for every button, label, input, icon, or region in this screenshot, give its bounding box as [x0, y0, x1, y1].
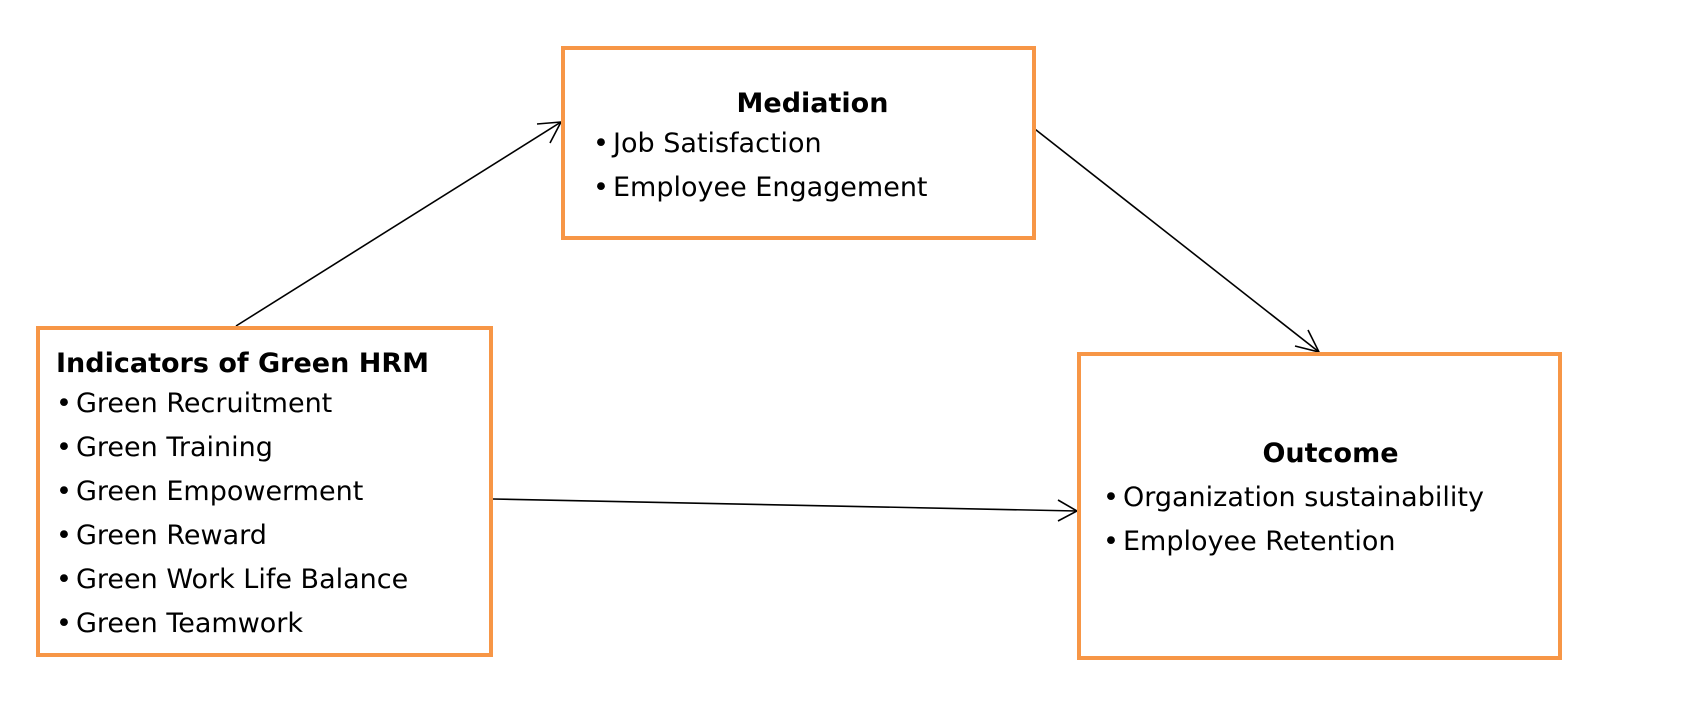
list-item: •Employee Retention — [1103, 520, 1558, 564]
bullet-icon: • — [56, 520, 72, 551]
arrow-indicators-to-mediation — [235, 121, 563, 327]
list-item: •Green Empowerment — [56, 470, 489, 514]
bullet-icon: • — [56, 608, 72, 639]
outcome-title: Outcome — [1262, 438, 1399, 469]
bullet-icon: • — [56, 388, 72, 419]
bullet-icon: • — [56, 476, 72, 507]
arrow-mediation-to-outcome — [1030, 125, 1321, 354]
arrow-indicators-to-outcome — [492, 498, 1079, 522]
mediation-box: Mediation •Job Satisfaction •Employee En… — [561, 46, 1036, 240]
list-item: •Green Training — [56, 426, 489, 470]
mediation-title: Mediation — [736, 88, 889, 119]
bullet-icon: • — [1103, 482, 1119, 513]
list-item: •Employee Engagement — [593, 166, 1032, 210]
bullet-icon: • — [56, 432, 72, 463]
indicators-list: •Green Recruitment •Green Training •Gree… — [56, 382, 489, 646]
indicators-box: Indicators of Green HRM •Green Recruitme… — [36, 326, 493, 657]
list-item: •Green Teamwork — [56, 602, 489, 646]
list-item: •Job Satisfaction — [593, 122, 1032, 166]
outcome-list: •Organization sustainability •Employee R… — [1103, 476, 1558, 564]
mediation-list: •Job Satisfaction •Employee Engagement — [593, 122, 1032, 210]
list-item: •Green Work Life Balance — [56, 558, 489, 602]
outcome-box: Outcome •Organization sustainability •Em… — [1077, 352, 1562, 660]
bullet-icon: • — [593, 128, 609, 159]
list-item: •Organization sustainability — [1103, 476, 1558, 520]
list-item: •Green Recruitment — [56, 382, 489, 426]
indicators-title: Indicators of Green HRM — [56, 348, 429, 379]
bullet-icon: • — [593, 172, 609, 203]
bullet-icon: • — [56, 564, 72, 595]
bullet-icon: • — [1103, 526, 1119, 557]
list-item: •Green Reward — [56, 514, 489, 558]
